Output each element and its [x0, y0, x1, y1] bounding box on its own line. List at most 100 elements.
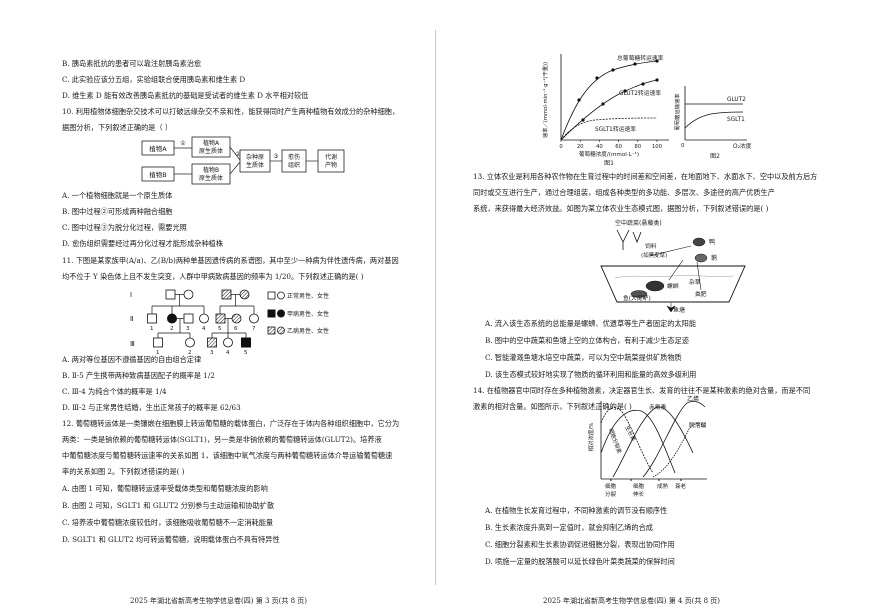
q12-option-a: A. 由图 1 可知，葡萄糖转运速率受载体类型和葡萄糖浓度的影响 [62, 484, 268, 493]
q10-callus-2: 组织 [288, 161, 300, 169]
q14-ylabel: 相对浓度/% [587, 422, 595, 451]
fig1-x-tick-label: 60 [615, 144, 622, 150]
q13-option-b: B. 图中的空中蔬菜和鱼塘上空的立体构合，有利于减少生态足迹 [485, 336, 689, 345]
q14-option-c: C. 细胞分裂素和生长素协调促进细胞分裂，表现出协同作用 [485, 540, 675, 549]
q10-callus-1: 愈伤 [288, 153, 300, 161]
q14-ga: 赤霉素 [649, 403, 667, 411]
q9-option-d: D. 维生素 D 能有效改善胰岛素抵抗的基础是受试者的维生素 D 水平相对较低 [62, 91, 309, 100]
svg-text:1: 1 [150, 326, 154, 332]
svg-text:7: 7 [252, 326, 256, 332]
q12-stem-3: 中葡萄糖浓度与葡萄糖转运速率的关系如图 1，该细胞中氧气浓度与两种葡萄糖转运体介… [62, 451, 393, 460]
q13-option-a: A. 流入该生态系统的总能量是螺蛳、优遗草等生产者固定的太阳能 [485, 319, 697, 328]
svg-text:4: 4 [226, 350, 230, 356]
q11-stem-2: 均不位于 Y 染色体上且不发生突变，人群中甲病致病基因的频率为 1/20。下列叙… [62, 272, 364, 281]
svg-text:4: 4 [202, 326, 206, 332]
q13-crop: 空中蔬菜(悬藤类) [615, 219, 662, 227]
q14-option-b: B. 生长素浓度升高到一定值时，就会抑制乙烯的合成 [485, 523, 653, 532]
q13-fish: 鱼(大尾鲈) [623, 294, 651, 302]
fig2-caption: 图2 [710, 153, 720, 160]
legend-normal: 正常男性、女性 [287, 292, 329, 300]
q14-stage-2b: 伸长 [633, 490, 645, 498]
q13-feed: 饲料 [645, 242, 657, 250]
q13-manure: 粪肥 [695, 290, 707, 298]
q10-step-1: ① [180, 140, 185, 147]
fig1-x-tick-label: 100 [652, 144, 663, 150]
fig2-curve-sglt1: SGLT1 [727, 117, 745, 123]
q10-proto-a-1: 植物A [203, 139, 220, 147]
q14-stage-4: 衰老 [675, 482, 687, 490]
q10-option-c: C. 图中过程③为脱分化过程，需要光照 [62, 223, 187, 232]
q14-stage-1b: 分裂 [605, 490, 617, 498]
q10-option-d: D. 愈伤组织需要经过再分化过程才能形成杂种植株 [62, 239, 224, 248]
fig1-x-tick-label: 80 [634, 144, 641, 150]
q12-option-c: C. 培养液中葡萄糖浓度较低时，该细胞吸收葡萄糖不一定消耗能量 [62, 518, 274, 527]
q14-ck: 细胞分裂素 [607, 427, 624, 455]
svg-text:1: 1 [156, 350, 160, 356]
q13-stem-3: 系统，来获得最大经济效益。如图为某立体农业生态模式图，据图分析，下列叙述错误的是… [473, 204, 769, 213]
fig1-xlabel: 葡萄糖浓度/(mmol·L⁻¹) [579, 150, 639, 158]
q10-step-2: ② [235, 151, 241, 158]
q10-proto-b-2: 原生质体 [199, 174, 223, 182]
q11-option-d: D. Ⅲ-2 与正常男性结婚，生出正常孩子的概率是 62/63 [62, 403, 241, 412]
page-divider [435, 30, 436, 585]
q10-option-b: B. 图中过程②可形成两种融合细胞 [62, 207, 173, 216]
svg-text:5: 5 [244, 350, 248, 356]
q14-option-a: A. 在植物生长发育过程中，不同种激素的调节没有顺序性 [485, 506, 668, 515]
q12-stem-2: 两类：一类是钠依赖的葡萄糖转运体(SGLT1)，另一类是非钠依赖的葡萄糖转运体(… [62, 435, 382, 444]
fig1-x-tick-label: 0 [559, 144, 563, 150]
fig1-x-tick-label: 40 [596, 144, 603, 150]
q10-hybrid-2: 生质体 [246, 161, 264, 169]
fig1-ylabel: 速率／(mmol·min⁻¹·g⁻¹(干重)) [541, 62, 549, 138]
q13-option-d: D. 该生态模式较好地实现了物质的循环利用和能量的高效多级利用 [485, 370, 697, 379]
q13-stem-1: 13. 立体农业是利用各种农作物在生育过程中的时间差和空间差，在地面地下、水面水… [473, 172, 818, 181]
fig1-x-tick-label: 20 [577, 144, 584, 150]
svg-text:2: 2 [188, 350, 192, 356]
q11-option-a: A. 两对等位基因不遵循基因的自由组合定律 [62, 355, 202, 364]
fig1-curve-glut2: GLUT2转运速率 [619, 89, 661, 97]
q14-stem-2: 激素的相对含量。如图所示，下列叙述正确的是( ) [473, 402, 632, 411]
fig1-curve-total: 总葡萄糖转运速率 [617, 54, 664, 62]
figure-2-chart: 葡萄糖运输速率 GLUT2 SGLT1 0 O₂浓度 图2 [673, 86, 752, 160]
q10-stem-2: 据图分析，下列叙述正确的是（ ） [62, 123, 173, 132]
q13-stem-2: 同时或交互进行生产，通过合理组装，组成各种类型的多功能、多层次、多途径的高产优质… [473, 188, 775, 197]
q13-shrimp: 螺蛳 [667, 282, 679, 290]
q9-option-b: B. 胰岛素抵抗的患者可以靠注射胰岛素治愈 [62, 59, 202, 68]
svg-text:5: 5 [218, 326, 222, 332]
fig2-xlabel: O₂浓度 [733, 142, 752, 150]
q13-goose: 鹅 [711, 254, 717, 262]
q13-ecosystem-diagram: 空中蔬菜(悬藤类) 饲料 (如黑麦草) 鸭 鹅 螺蛳 杂草 粪肥 鱼(大尾鲈) [600, 219, 746, 312]
q11-stem-1: 11. 下图是某家族甲(A/a)、乙(B/b)两种单基因遗传病的系谱图，其中至少… [62, 256, 399, 265]
svg-text:2: 2 [170, 326, 174, 332]
q11-option-c: C. Ⅲ-4 为纯合个体的概率是 1/4 [62, 387, 167, 396]
q10-stem-1: 10. 利用植物体细胞杂交技术可以打破远缘杂交不亲和性，能获得同时产生两种植物有… [62, 107, 400, 116]
figure-1-chart: 速率／(mmol·min⁻¹·g⁻¹(干重)) 总葡萄糖转运速率 GLUT2转运… [541, 54, 669, 166]
fig2-curve-glut2: GLUT2 [727, 97, 746, 103]
q12-stem-1: 12. 葡萄糖转运体是一类镶嵌在细胞膜上转运葡萄糖的载体蛋白，广泛存在于体内各种… [62, 419, 400, 428]
q9-option-c: C. 此实验应该分五组，实验组联合使用胰岛素和维生素 D [62, 75, 246, 84]
q10-plant-a: 植物A [149, 144, 167, 153]
legend-disease-a: 甲病男性、女性 [287, 310, 329, 318]
q10-hybrid-1: 杂种原 [246, 153, 264, 161]
fig2-ylabel: 葡萄糖运输速率 [673, 93, 681, 131]
svg-text:3: 3 [186, 326, 190, 332]
fig2-origin: 0 [681, 143, 685, 149]
page-4: 速率／(mmol·min⁻¹·g⁻¹(干重)) 总葡萄糖转运速率 GLUT2转运… [435, 0, 870, 615]
svg-text:3: 3 [210, 350, 214, 356]
fig1-curve-sglt1: SGLT1转运速率 [595, 125, 636, 133]
q13-grass: 杂草 [689, 278, 701, 286]
footer-page-3: 2025 年湖北省新高考生物学信息卷(四) 第 3 页(共 8 页) [130, 597, 307, 605]
q14-aba: 脱落酸 [689, 421, 707, 429]
q10-step-3: ③ [273, 153, 278, 160]
q14-stage-2: 细胞 [633, 482, 645, 490]
q14-hormone-chart: 相对浓度/% 乙烯 赤霉素 脱落酸 生长素 细胞分裂素 细胞 分裂 细胞 伸长 … [587, 395, 707, 498]
q13-output: 鱼塘 [673, 307, 686, 314]
fig1-caption: 图1 [604, 160, 614, 166]
gen-ii-label: Ⅱ [130, 315, 133, 323]
q10-flow-diagram: 植物A ① 植物A 原生质体 植物B 植物B 原生质体 ② 杂种原 生质体 ③ … [141, 136, 345, 185]
page-3: B. 胰岛素抵抗的患者可以靠注射胰岛素治愈 C. 此实验应该分五组，实验组联合使… [62, 59, 400, 605]
q12-option-b: B. 由图 2 可知，SGLT1 和 GLUT2 分别参与主动运输和协助扩散 [62, 501, 275, 510]
q10-product-2: 产物 [325, 161, 337, 169]
q10-proto-a-2: 原生质体 [199, 147, 223, 155]
q10-plant-b: 植物B [149, 170, 166, 179]
